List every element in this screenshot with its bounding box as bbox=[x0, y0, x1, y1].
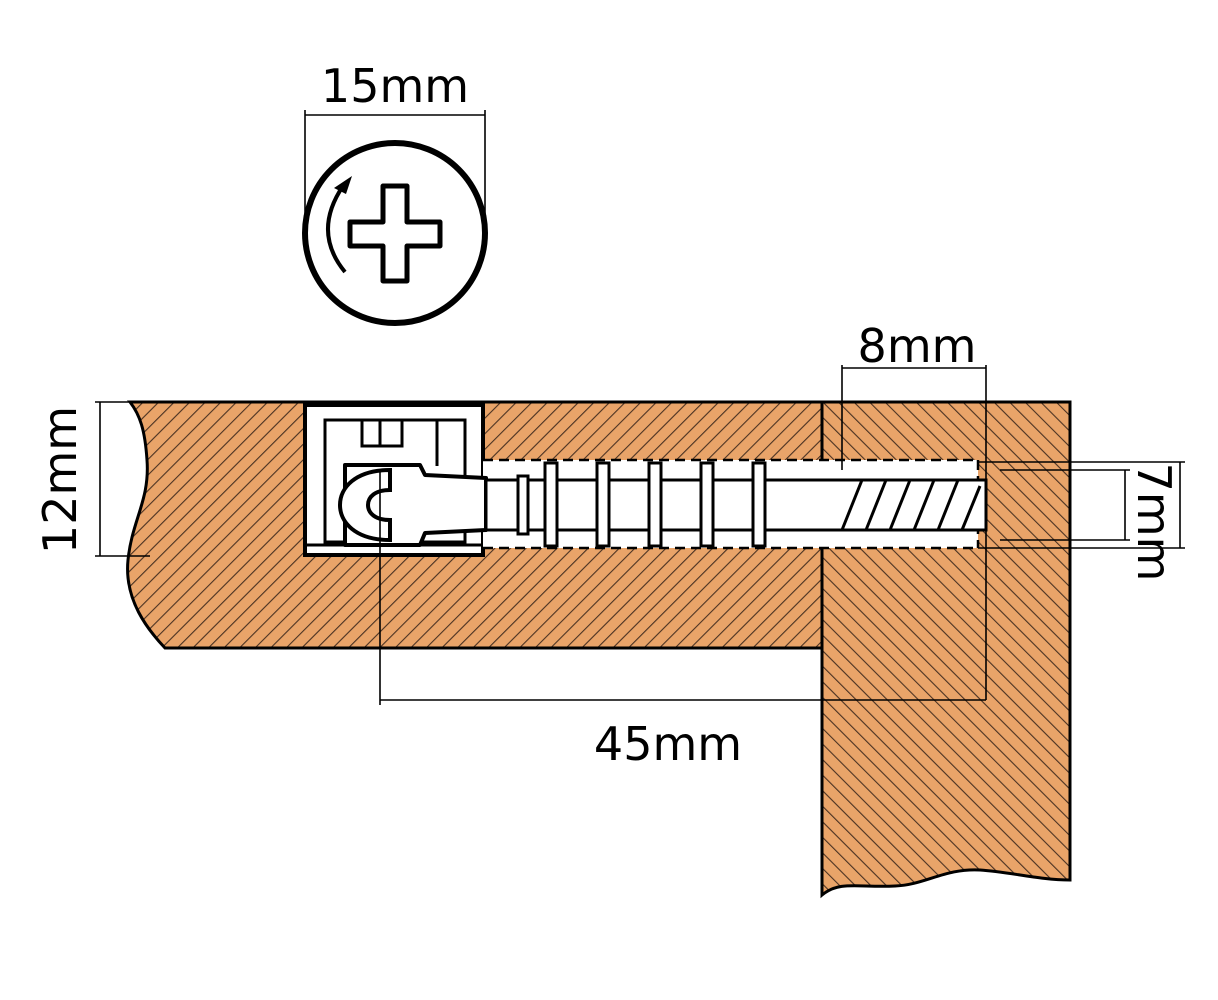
cam-head-top-view bbox=[302, 140, 488, 326]
dimension-label-cam-diameter: 15mm bbox=[321, 59, 469, 113]
dimension-label-bolt-diameter: 7mm bbox=[1127, 463, 1181, 582]
dimension-label-drill-diameter: 8mm bbox=[858, 319, 977, 373]
dowel-ribs bbox=[543, 461, 767, 548]
phillips-cross-icon bbox=[347, 183, 443, 284]
screw-thread bbox=[840, 479, 982, 531]
dimension-label-panel-thickness: 12mm bbox=[33, 406, 87, 554]
rotate-arrow-icon bbox=[326, 176, 352, 274]
connector-bolt bbox=[337, 461, 988, 548]
dimension-label-bolt-length: 45mm bbox=[594, 717, 742, 771]
dimension-lines bbox=[95, 110, 1185, 705]
